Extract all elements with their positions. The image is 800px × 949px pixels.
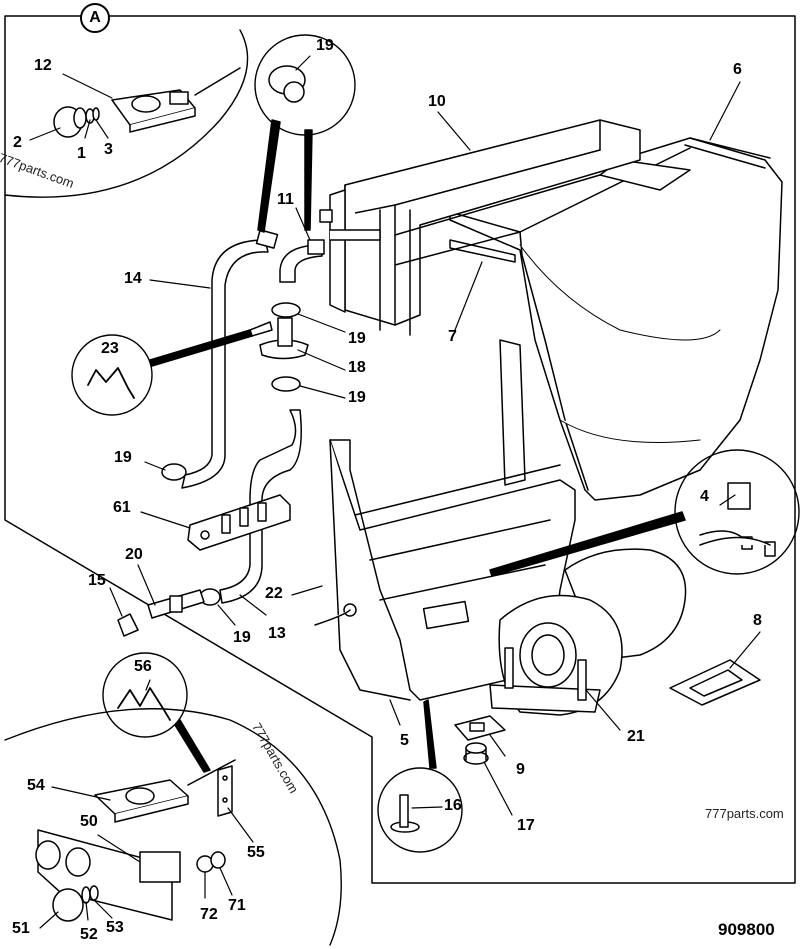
leader-wedge <box>149 329 253 367</box>
cover-6 <box>449 137 783 501</box>
callout-14: 14 <box>124 270 142 287</box>
callout-3: 3 <box>104 141 113 158</box>
frame-outline <box>4 15 796 884</box>
fitting-20 <box>147 589 205 619</box>
callout-9: 9 <box>516 761 525 778</box>
water-valve-18 <box>249 317 309 360</box>
switch-assembly-12 <box>111 67 241 133</box>
callout-56: 56 <box>134 658 152 675</box>
leader-wedge <box>489 511 686 577</box>
callout-20: 20 <box>125 546 143 563</box>
callout-16: 16 <box>444 797 462 814</box>
callout-13: 13 <box>268 625 286 642</box>
callout-15: 15 <box>88 572 106 589</box>
screw-16 <box>390 794 420 833</box>
knob-2 <box>53 106 87 138</box>
plug-17 <box>463 742 489 765</box>
gasket-8 <box>669 659 761 706</box>
callout-19-left: 19 <box>114 449 132 466</box>
callout-5: 5 <box>400 732 409 749</box>
callout-50: 50 <box>80 813 98 830</box>
bracket-61 <box>187 494 291 551</box>
callout-54: 54 <box>27 777 45 794</box>
spring-clip-23 <box>87 367 135 399</box>
knob-51 <box>52 888 84 922</box>
clip-detail-23 <box>71 334 153 416</box>
leader-wedge <box>423 699 437 769</box>
callout-53: 53 <box>106 919 124 936</box>
callout-2: 2 <box>13 134 22 151</box>
cap-15 <box>117 613 139 637</box>
callout-18: 18 <box>348 359 366 376</box>
nut-3 <box>92 107 100 121</box>
callout-61: 61 <box>113 499 131 516</box>
detail-b-circle <box>4 708 342 946</box>
callout-10: 10 <box>428 93 446 110</box>
figure-number: 909800 <box>718 920 775 939</box>
callout-17: 17 <box>517 817 535 834</box>
callout-19-top: 19 <box>316 37 334 54</box>
switch-54 <box>94 759 236 823</box>
callout-21: 21 <box>627 728 645 745</box>
heater-core-10 <box>319 119 641 336</box>
callout-11: 11 <box>277 191 294 208</box>
washer-52 <box>81 886 91 904</box>
watermark-right: 777parts.com <box>705 806 784 821</box>
callout-51: 51 <box>12 920 30 937</box>
callout-52: 52 <box>80 926 98 943</box>
clip-detail-56 <box>102 652 188 738</box>
callout-71: 71 <box>228 897 246 914</box>
screw-detail-16 <box>377 767 463 853</box>
callout-23: 23 <box>101 340 119 357</box>
callout-6: 6 <box>733 61 742 78</box>
nut-71 <box>210 851 226 869</box>
blower-21 <box>489 548 687 716</box>
callout-4: 4 <box>700 488 709 505</box>
leader-wedge <box>304 129 313 231</box>
leader-lines <box>29 55 761 929</box>
leader-wedge <box>174 719 211 773</box>
bracket-55 <box>217 765 233 817</box>
detail-a-circle <box>4 29 249 198</box>
callout-72: 72 <box>200 906 218 923</box>
callout-7: 7 <box>448 328 457 345</box>
callout-19-valve-bottom: 19 <box>348 389 366 406</box>
callout-22: 22 <box>265 585 283 602</box>
callout-19-valve-top: 19 <box>348 330 366 347</box>
callout-1: 1 <box>77 145 86 162</box>
callout-12: 12 <box>34 57 52 74</box>
wiring-detail-4 <box>674 449 800 575</box>
connector-4 <box>699 482 776 557</box>
callout-19-bottom: 19 <box>233 629 251 646</box>
spring-clip-56 <box>117 687 171 721</box>
leader-wedge <box>257 119 281 233</box>
control-panel-50 <box>35 829 181 921</box>
nut-53 <box>89 885 99 901</box>
section-marker-a: A <box>80 3 110 33</box>
callout-55: 55 <box>247 844 265 861</box>
callout-8: 8 <box>753 612 762 629</box>
pad-9 <box>454 715 506 741</box>
